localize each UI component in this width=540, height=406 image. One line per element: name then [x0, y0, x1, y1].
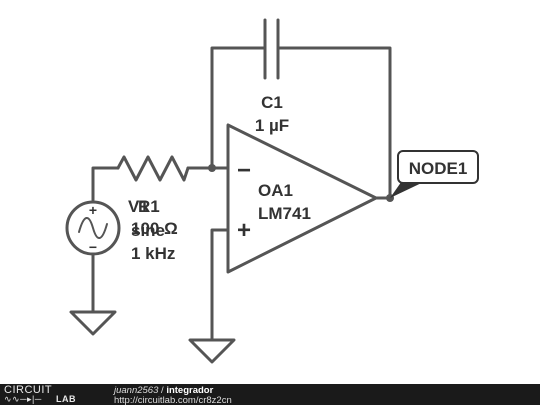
source-plus-symbol: +	[89, 202, 97, 218]
circuitlab-logo-lab: LAB	[56, 394, 76, 404]
node-label-text: NODE1	[409, 159, 468, 178]
resistor-ref-label: R1	[138, 197, 160, 216]
opamp-minus-symbol: −	[237, 157, 251, 184]
circuitlab-logo-wave-icon: ∿∿─▸|─	[4, 394, 42, 404]
capacitor-c1	[263, 18, 280, 80]
source-ref-label: V1	[128, 197, 149, 216]
circuit-title[interactable]: integrador	[166, 385, 214, 396]
feedback-wire-left	[210, 46, 267, 170]
footer-title-line: juann2563 / integrador	[114, 385, 213, 396]
capacitor-ref-label: C1	[261, 93, 283, 112]
opamp-plus-symbol: +	[237, 217, 251, 244]
author-link[interactable]: juann2563	[114, 385, 159, 396]
source-top-wire	[91, 166, 120, 202]
opamp-part-label: LM741	[258, 204, 311, 223]
junction-dot-input	[208, 164, 216, 172]
capacitor-value-label: 1 µF	[255, 116, 289, 135]
resistor-value-label: 100 Ω	[131, 219, 178, 238]
source-minus-symbol: −	[89, 239, 97, 255]
resistor-r1	[116, 155, 190, 182]
noninverting-ground-wire	[210, 228, 230, 342]
opamp-ref-label: OA1	[258, 181, 293, 200]
source-type-label: sine	[131, 221, 165, 240]
footer-bar: CIRCUIT ∿∿─▸|─ LAB juann2563 / integrado…	[0, 384, 540, 406]
source-frequency-label: 1 kHz	[131, 244, 175, 263]
ground-icon-opamp	[188, 338, 236, 364]
opamp-oa1-body	[226, 123, 378, 274]
circuit-schematic: NODE1 C1 1 µF − + OA1 LM741 + − R1 100 Ω…	[65, 18, 479, 364]
circuitlab-logo-text: CIRCUIT	[4, 384, 53, 396]
ground-icon-source	[69, 310, 117, 336]
title-separator: /	[158, 385, 167, 396]
feedback-wire-right	[276, 46, 392, 200]
sine-wave-icon	[78, 217, 108, 239]
circuit-url-link[interactable]: http://circuitlab.com/cr8z2cn	[114, 395, 232, 406]
node-label-box	[397, 150, 479, 184]
